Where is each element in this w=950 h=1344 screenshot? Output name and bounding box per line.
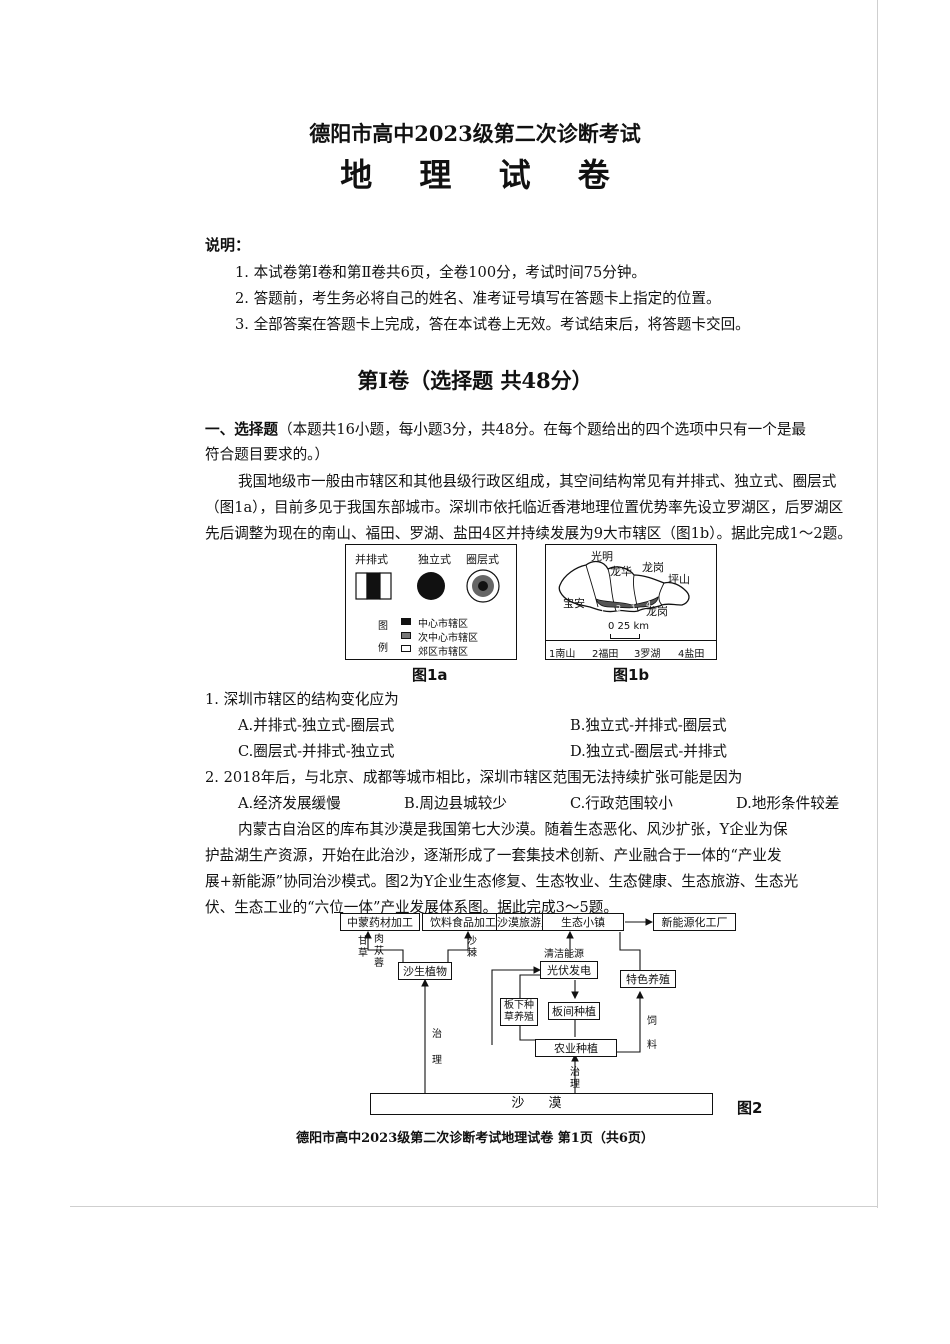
independent-symbol [417,572,445,600]
instructions-label: 说明： [205,236,251,254]
question-2-option-c: C.行政范围较小 [570,795,673,812]
question-2-stem: 2. 2018年后，与北京、成都等城市相比，深圳市辖区范围无法持续扩张可能是因为 [205,769,743,786]
figure-2-caption: 图2 [737,1099,763,1117]
part-desc: （本题共16小题，每小题3分，共48分。在每个题给出的四个选项中只有一个是最 [277,421,807,438]
district-num: 2 [616,604,621,613]
passage-line: 内蒙古自治区的库布其沙漠是我国第七大沙漠。随着生态恶化、风沙扩张，Y企业为保 [238,821,788,838]
question-1-stem: 1. 深圳市辖区的结构变化应为 [205,691,399,708]
district-label: 宝安 [563,597,585,610]
question-2-option-d: D.地形条件较差 [736,795,840,812]
passage-line: 展+新能源”协同治沙模式。图2为Y企业生态修复、生态牧业、生态健康、生态旅游、生… [205,873,799,890]
arrow-agri-to-livestock [615,990,644,1053]
legend-item: 中心市辖区 [418,619,468,630]
instruction-item: 1. 本试卷第Ⅰ卷和第Ⅱ卷共6页，全卷100分，考试时间75分钟。 [235,264,647,281]
passage-line: （图1a），目前多见于我国东部城市。深圳市依托临近香港地理位置优势率先设立罗湖区… [205,499,844,516]
district-label: 龙岗 [642,561,664,574]
map-legend-item: 1南山 [549,649,576,660]
district-boundaries [585,564,665,612]
arrow-livestock-to-town [619,932,641,970]
box-special-livestock: 特色养殖 [620,970,676,988]
figure-2: 中蒙药材加工 饮料食品加工 沙漠旅游业 生态小镇 新能源化工厂 沙生植物 光伏发… [330,910,750,1120]
box-beverage-food: 饮料食品加工 [422,913,504,931]
box-between-panel: 板间种植 [548,1002,600,1020]
district-num: 1 [600,606,605,615]
box-new-energy-chem: 新能源化工厂 [653,913,736,931]
legend-title-1: 图 [378,621,388,632]
map-legend-divider [546,640,716,641]
map-legend-item: 2福田 [592,649,619,660]
core-districts [595,596,659,609]
type-label-concentric: 圈层式 [466,553,499,566]
label-treatment-bottom: 治理 [570,1067,580,1090]
legend-title-2: 例 [378,643,388,654]
district-num: 4 [646,600,651,609]
district-label: 光明 [591,550,613,563]
label-cistanche: 肉苁蓉 [374,934,384,969]
page-right-edge [877,0,878,1208]
passage-line: 先后调整为现在的南山、福田、罗湖、盐田4区并持续发展为9大市辖区（图1b）。据此… [205,525,852,542]
figure-1b: 1 2 3 4 光明 龙华 龙岗 坪山 宝安 龙岗 0 25 km 1南山 2福… [545,544,717,660]
label-clean-energy: 清洁能源 [544,949,584,960]
question-1-option-a: A.并排式-独立式-圈层式 [238,717,395,734]
map-scale-text: 0 25 km [608,621,649,632]
question-1-option-b: B.独立式-并排式-圈层式 [570,717,727,734]
part-intro-line-2: 符合题目要求的。） [205,446,330,463]
instruction-item: 3. 全部答案在答题卡上完成，答在本试卷上无效。考试结束后，将答题卡交回。 [235,316,750,333]
district-label: 龙岗 [646,605,668,618]
legend-swatch-suburb [401,645,411,652]
concentric-symbol [466,569,500,603]
label-fodder: 饲料 [647,1016,657,1051]
passage-line: 我国地级市一般由市辖区和其他县级行政区组成，其空间结构常见有并排式、独立式、圈层… [238,473,837,490]
type-label-independent: 独立式 [418,553,451,566]
district-num: 3 [630,602,635,611]
arrow-under-to-agri [519,1025,535,1041]
figure-1a: 并排式 独立式 圈层式 图 例 中心市辖区 次中心市辖区 郊区市辖区 [345,544,517,660]
box-eco-town: 生态小镇 [542,913,624,931]
figure-1a-caption: 图1a [412,666,448,684]
type-label-parallel: 并排式 [355,553,388,566]
box-agriculture: 农业种植 [535,1039,617,1057]
subject-title: 地 理 试 卷 [340,156,628,194]
label-licorice: 甘草 [358,936,368,959]
district-label: 龙华 [610,565,632,578]
parallel-symbol [355,572,392,600]
passage-line: 护盐湖生产资源，开始在此治沙，逐渐形成了一套集技术创新、产业融合于一体的“产业发 [205,847,782,864]
figure-2-arrows [364,918,654,1105]
arrow-agri-to-pv [491,966,542,1045]
part-intro-line-1: 一、选择题（本题共16小题，每小题3分，共48分。在每个题给出的四个选项中只有一… [205,418,806,439]
legend-swatch-subcenter [401,632,411,639]
box-sand-plants: 沙生植物 [398,962,452,980]
box-desert: 沙 漠 [370,1093,713,1115]
legend-item: 郊区市辖区 [418,647,468,658]
district-label: 坪山 [668,573,690,586]
label-treatment-left: 治理 [432,1029,442,1066]
shenzhen-map: 1 2 3 4 [558,560,690,615]
structure-symbols [355,569,500,603]
page-footer: 德阳市高中2023级第二次诊断考试地理试卷 第1页（共6页） [296,1131,654,1146]
page-bottom-edge [70,1206,878,1207]
arrow-plants-to-beverage [447,930,472,972]
passage-line: 伏、生态工业的“六位一体”产业发展体系图。据此完成3～5题。 [205,899,618,916]
arrow-pv-to-under [519,974,540,998]
legend-swatch-center [401,618,411,625]
map-legend-item: 3罗湖 [634,649,661,660]
question-1-option-c: C.圈层式-并排式-独立式 [238,743,395,760]
part-label: 一、选择题 [205,421,278,438]
instruction-item: 2. 答题前，考生务必将自己的姓名、准考证号填写在答题卡上指定的位置。 [235,290,721,307]
box-under-panel: 板下种草养殖 [500,998,538,1026]
figure-1b-caption: 图1b [613,666,650,684]
legend-item: 次中心市辖区 [418,633,478,644]
exam-title: 德阳市高中2023级第二次诊断考试 [309,121,641,146]
section-title: 第Ⅰ卷（选择题 共48分） [357,368,593,393]
box-mongolian-herb: 中蒙药材加工 [340,913,420,931]
arrow-plants-to-herb [364,930,404,972]
label-seabuckthorn: 沙棘 [467,936,477,959]
box-pv-power: 光伏发电 [540,961,598,979]
question-2-option-b: B.周边县城较少 [404,795,507,812]
map-scale-bar [610,634,640,639]
question-1-option-d: D.独立式-圈层式-并排式 [570,743,728,760]
map-legend-item: 4盐田 [678,649,705,660]
question-2-option-a: A.经济发展缓慢 [238,795,341,812]
